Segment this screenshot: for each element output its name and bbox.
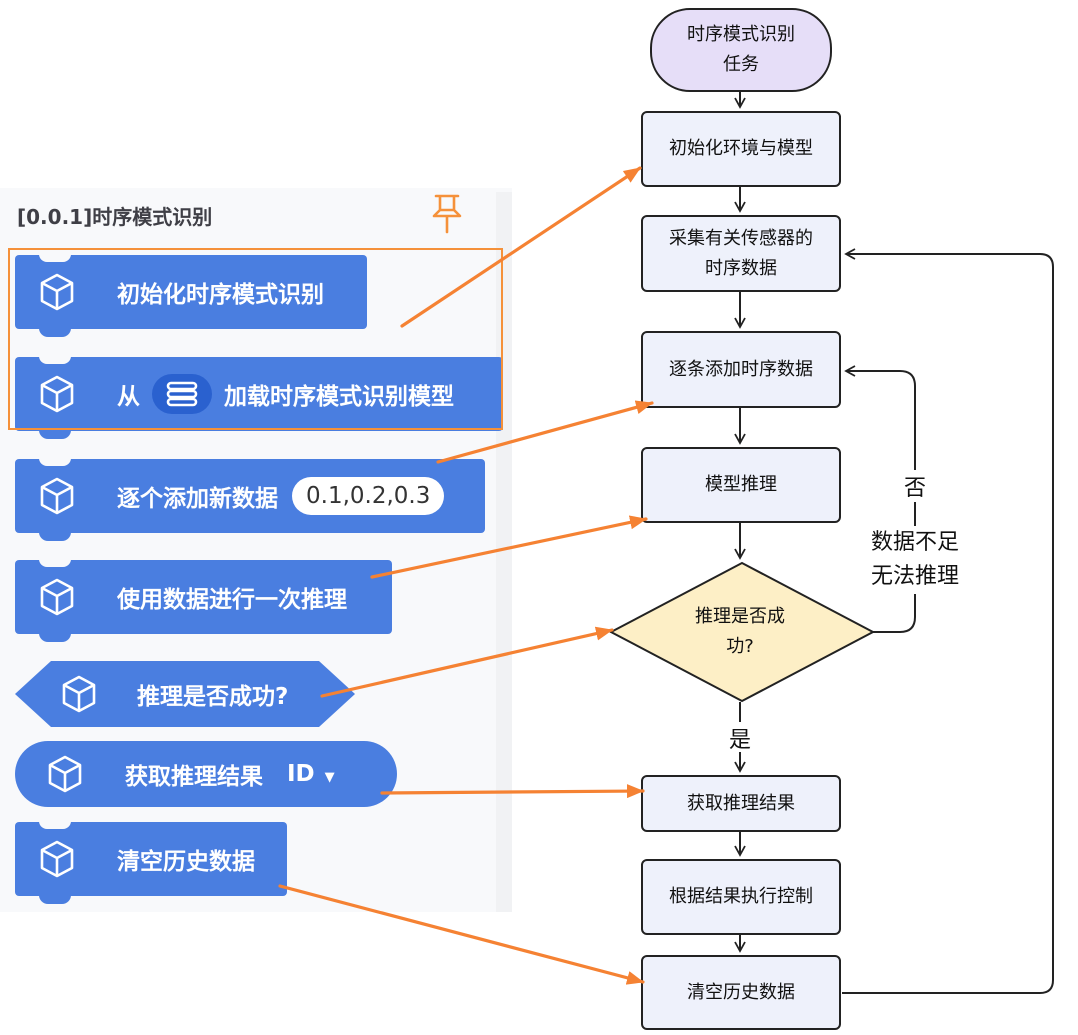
no-branch-label: 否 xyxy=(898,470,932,502)
node-text: 逐条添加时序数据 xyxy=(669,358,813,380)
flow-node-init: 初始化环境与模型 xyxy=(641,111,841,187)
no-branch-reason: 数据不足 无法推理 xyxy=(858,526,972,594)
block-label: 初始化时序模式识别 xyxy=(117,282,324,308)
cube-icon xyxy=(40,477,74,515)
flow-node-decision xyxy=(608,561,876,703)
node-text: 时序模式识别 任务 xyxy=(687,24,795,75)
cube-icon xyxy=(40,273,74,311)
cube-icon xyxy=(40,840,74,878)
flow-node-start: 时序模式识别 任务 xyxy=(650,8,832,92)
node-text: 获取推理结果 xyxy=(687,792,795,814)
node-text: 清空历史数据 xyxy=(687,981,795,1003)
chevron-down-icon: ▼ xyxy=(324,770,335,785)
cube-icon xyxy=(40,375,74,413)
node-text: 采集有关传感器的 时序数据 xyxy=(669,227,813,279)
block-inference-success[interactable]: 推理是否成功? xyxy=(15,661,355,727)
block-load-model[interactable]: 从 加载时序模式识别模型 xyxy=(15,356,503,439)
block-init-recognition[interactable]: 初始化时序模式识别 xyxy=(15,254,367,337)
block-clear-history[interactable]: 清空历史数据 xyxy=(15,821,287,904)
block-prefix: 从 xyxy=(117,384,140,410)
connector-repeat-loop xyxy=(842,248,1054,994)
flow-node-collect: 采集有关传感器的 时序数据 xyxy=(641,215,841,292)
flow-node-inference: 模型推理 xyxy=(641,447,841,523)
flow-node-control: 根据结果执行控制 xyxy=(641,859,841,935)
yes-branch-label: 是 xyxy=(728,728,751,753)
node-text: 根据结果执行控制 xyxy=(669,886,813,907)
block-label: 推理是否成功? xyxy=(137,684,289,710)
block-run-inference[interactable]: 使用数据进行一次推理 xyxy=(15,559,392,642)
dropdown-value: ID xyxy=(287,761,315,787)
decision-text: 推理是否成 功? xyxy=(695,606,785,657)
flow-node-get-result: 获取推理结果 xyxy=(641,775,841,832)
result-dropdown[interactable]: ID ▼ xyxy=(287,761,335,787)
block-get-result[interactable]: 获取推理结果 ID ▼ xyxy=(15,741,397,807)
list-variable-slot[interactable] xyxy=(152,374,212,414)
cube-icon xyxy=(40,578,74,616)
block-label: 清空历史数据 xyxy=(117,849,255,875)
node-text: 模型推理 xyxy=(705,474,777,495)
flow-node-clear: 清空历史数据 xyxy=(641,955,841,1030)
cube-icon xyxy=(57,672,101,716)
cube-icon xyxy=(48,755,82,793)
list-icon xyxy=(166,381,198,407)
block-label: 获取推理结果 xyxy=(125,764,263,790)
node-text: 初始化环境与模型 xyxy=(669,138,813,159)
block-label: 使用数据进行一次推理 xyxy=(117,587,347,613)
block-label: 逐个添加新数据 xyxy=(117,486,278,512)
block-label: 加载时序模式识别模型 xyxy=(224,384,454,410)
flow-node-add-data: 逐条添加时序数据 xyxy=(641,331,841,408)
category-title: [0.0.1]时序模式识别 xyxy=(17,205,213,229)
data-input[interactable]: 0.1,0.2,0.3 xyxy=(292,477,445,515)
